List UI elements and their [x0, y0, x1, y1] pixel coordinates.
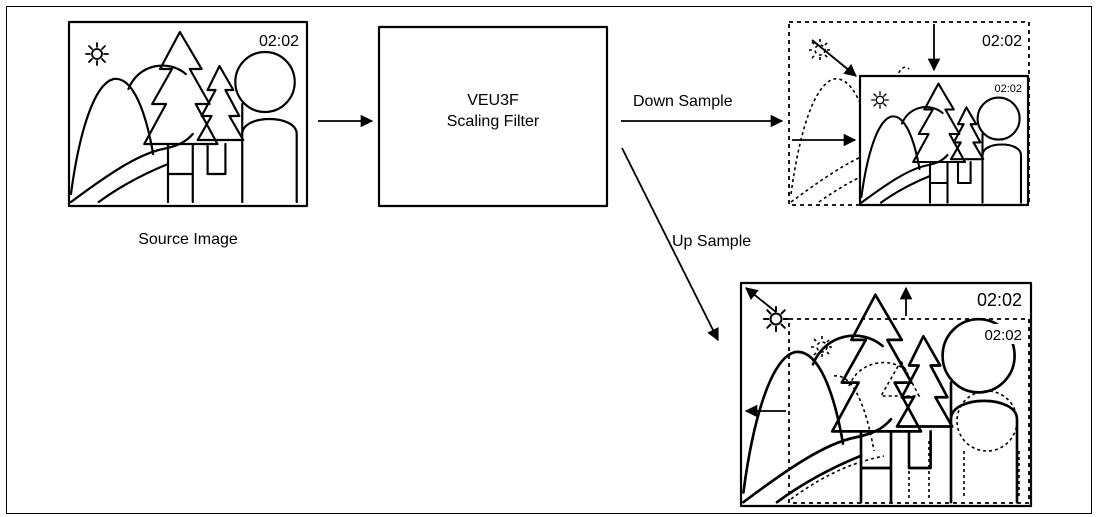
- scaling-filter-box: [377, 25, 609, 208]
- source-image-caption: Source Image: [138, 231, 238, 248]
- down-sampled-image: 02:02 02:02: [788, 21, 1030, 207]
- down-sample-outer-timestamp: 02:02: [982, 33, 1022, 50]
- sun-icon: [762, 305, 790, 333]
- up-sample-inner-timestamp: 02:02: [984, 327, 1022, 344]
- sun-icon: [85, 42, 109, 66]
- up-sample-arrow: [621, 147, 719, 342]
- diagram-frame: [6, 6, 1092, 514]
- source-timestamp: 02:02: [259, 33, 299, 50]
- source-image: 02:02: [67, 20, 309, 208]
- filter-description: Scaling Filter: [447, 113, 540, 130]
- down-sample-inner-timestamp: 02:02: [994, 83, 1022, 95]
- up-sample-label: Up Sample: [672, 233, 751, 250]
- up-sample-outer-timestamp: 02:02: [977, 290, 1022, 310]
- filter-name: VEU3F: [467, 92, 519, 109]
- up-sampled-image: 02:02 02:02: [739, 281, 1033, 508]
- down-sample-label: Down Sample: [633, 93, 733, 110]
